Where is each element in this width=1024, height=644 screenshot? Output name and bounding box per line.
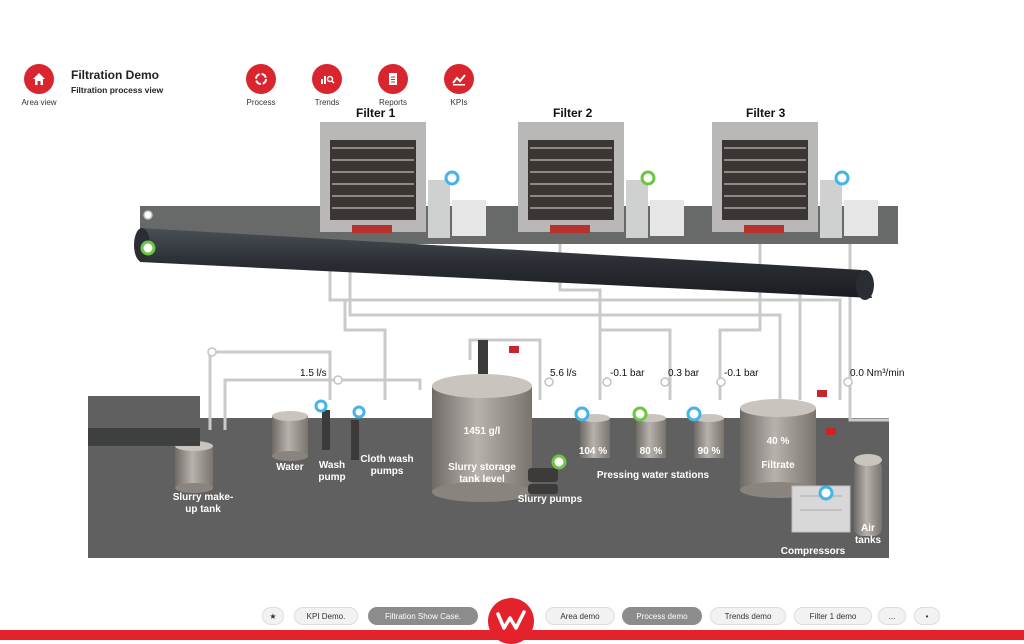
brand-logo[interactable] <box>488 598 534 644</box>
status-indicator-idle <box>143 210 153 220</box>
filter-2-label[interactable]: Filter 2 <box>553 106 593 120</box>
area-view-label: Area view <box>21 98 57 107</box>
pressure-reading-1: -0.1 bar <box>610 368 645 379</box>
process-icon <box>246 64 276 94</box>
nav-trends-button[interactable]: Trends <box>302 64 352 107</box>
compressors-label[interactable]: Compressors <box>780 546 846 557</box>
add-tab-button[interactable]: • <box>914 607 940 625</box>
filter-1-label[interactable]: Filter 1 <box>356 106 396 120</box>
piping <box>208 244 889 430</box>
valve-marker <box>509 346 519 353</box>
status-indicator-idle <box>602 377 612 387</box>
filter-3-label[interactable]: Filter 3 <box>746 106 786 120</box>
filtrate-label[interactable]: Filtrate <box>761 460 795 471</box>
nav-process-button[interactable]: Process <box>236 64 286 107</box>
valve-marker <box>826 428 836 435</box>
air-tanks <box>854 454 882 536</box>
water-label[interactable]: Water <box>276 462 304 473</box>
status-indicator-green <box>551 454 567 470</box>
filter-press-3 <box>712 122 878 238</box>
slurry-makeup-tank <box>175 441 213 493</box>
status-indicator-green <box>632 406 648 422</box>
slurry-pumps <box>528 468 558 494</box>
slurry-storage-tank <box>432 340 532 502</box>
logo-icon <box>496 610 526 630</box>
tab-area-demo[interactable]: Area demo <box>545 607 615 625</box>
pressing-value-2: 80 % <box>639 446 663 457</box>
pressure-reading-3: -0.1 bar <box>724 368 759 379</box>
status-indicator-blue <box>314 399 328 413</box>
filter-press-2 <box>518 122 684 238</box>
status-indicator-idle <box>716 377 726 387</box>
air-tanks-label[interactable]: Air tanks <box>854 523 882 546</box>
tab-filter-1-demo[interactable]: Filter 1 demo <box>794 607 872 625</box>
status-indicator-green <box>640 170 656 186</box>
slurry-makeup-tank-label[interactable]: Slurry make- up tank <box>172 492 234 515</box>
reports-icon <box>378 64 408 94</box>
status-indicator-blue <box>574 406 590 422</box>
tab-kpi-demo[interactable]: KPI Demo. <box>294 607 358 625</box>
status-indicator-blue <box>686 406 702 422</box>
slurry-storage-label[interactable]: Slurry storage tank level <box>448 462 516 485</box>
area-view-button[interactable]: Area view <box>14 64 64 107</box>
filter-press-1 <box>320 122 486 238</box>
trends-icon <box>312 64 342 94</box>
water-tank <box>272 411 308 461</box>
pressing-value-1: 104 % <box>578 446 608 457</box>
status-indicator-idle <box>843 377 853 387</box>
status-indicator-blue <box>444 170 460 186</box>
conveyor-belt <box>140 228 872 298</box>
pressing-water-stations-label[interactable]: Pressing water stations <box>596 470 710 481</box>
pressure-reading-2: 0.3 bar <box>668 368 700 379</box>
page-subtitle: Filtration process view <box>71 85 164 95</box>
wash-pump-unit <box>322 410 359 460</box>
home-icon <box>24 64 54 94</box>
slurry-storage-value: 1451 g/l <box>463 426 501 437</box>
wash-pump-label[interactable]: Wash pump <box>318 460 346 483</box>
tab-trends-demo[interactable]: Trends demo <box>710 607 786 625</box>
filtrate-value: 40 % <box>766 436 790 447</box>
status-indicator-idle <box>660 377 670 387</box>
nav-reports-button[interactable]: Reports <box>368 64 418 107</box>
filtrate-tank <box>740 399 816 498</box>
favorites-star-button[interactable]: ★ <box>262 607 284 625</box>
air-flow-reading: 0.0 Nm³/min <box>850 368 905 379</box>
tab-process-demo[interactable]: Process demo <box>622 607 702 625</box>
star-icon: ★ <box>269 611 277 621</box>
status-indicator-blue <box>818 485 834 501</box>
valve-marker <box>817 390 827 397</box>
nav-process-label: Process <box>246 98 276 107</box>
nav-reports-label: Reports <box>378 98 407 107</box>
pressing-value-3: 90 % <box>697 446 721 457</box>
status-indicator-blue <box>352 405 366 419</box>
more-tabs-button[interactable]: ... <box>878 607 906 625</box>
slurry-pumps-label[interactable]: Slurry pumps <box>517 494 583 505</box>
cloth-wash-pumps-label[interactable]: Cloth wash pumps <box>360 454 414 477</box>
ground-floor-extension <box>88 396 200 418</box>
nav-kpis-label: KPIs <box>450 98 468 107</box>
status-indicator-idle <box>544 377 554 387</box>
flow-reading-2: 5.6 l/s <box>550 368 577 379</box>
flow-reading-1: 1.5 l/s <box>300 368 327 379</box>
status-indicator-idle <box>207 347 217 357</box>
page-title: Filtration Demo <box>71 68 160 82</box>
pressing-water-tanks <box>580 414 724 458</box>
status-indicator-idle <box>333 375 343 385</box>
status-indicator-blue <box>834 170 850 186</box>
status-indicator-green <box>140 240 156 256</box>
process-diagram <box>88 122 898 558</box>
nav-kpis-button[interactable]: KPIs <box>434 64 484 107</box>
nav-trends-label: Trends <box>314 98 340 107</box>
tab-filtration-show-case[interactable]: Filtration Show Case. <box>368 607 478 625</box>
kpis-icon <box>444 64 474 94</box>
